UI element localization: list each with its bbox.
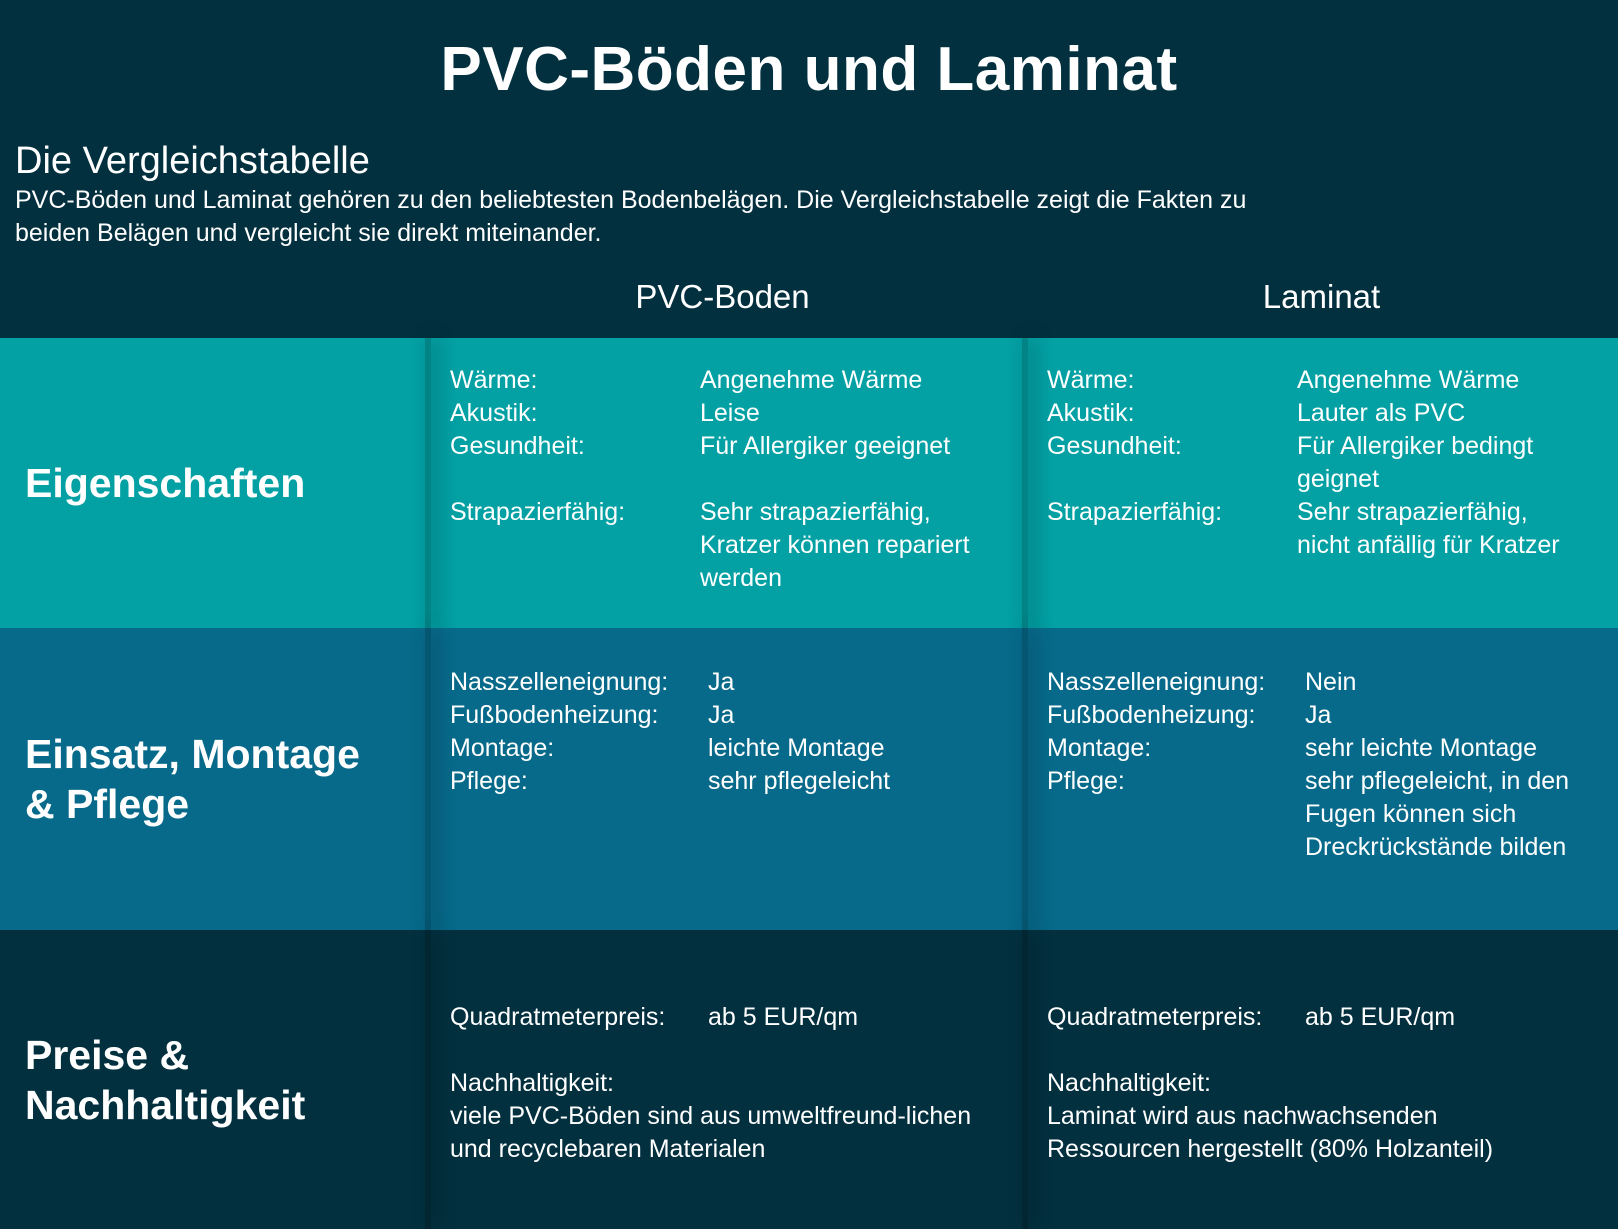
- property-value: Lauter als PVC: [1297, 399, 1466, 427]
- property-label: Wärme:: [450, 366, 538, 394]
- property-value: Angenehme Wärme: [1297, 366, 1520, 394]
- property-label: Akustik:: [450, 399, 538, 427]
- list-item: Akustik: Lauter als PVC: [1047, 397, 1607, 430]
- property-value: sehr leichte Montage: [1305, 734, 1538, 762]
- list-item: Nasszelleneignung: Ja: [450, 666, 1010, 699]
- property-value: Für Allergiker bedingt geignet: [1297, 432, 1534, 493]
- list-item: Montage: sehr leichte Montage: [1047, 732, 1612, 765]
- column-divider: [1022, 338, 1028, 628]
- column-divider: [1022, 628, 1028, 930]
- property-label: Wärme:: [1047, 366, 1135, 394]
- list-item: Fußbodenheizung: Ja: [1047, 699, 1612, 732]
- cell-pvc-einsatz: Nasszelleneignung:Ja Fußbodenheizung:Ja …: [450, 666, 1010, 798]
- property-value: leichte Montage: [708, 734, 885, 762]
- column-header-laminat: Laminat: [1262, 278, 1381, 315]
- list-item: Quadratmeterpreis: ab 5 EUR/qm: [1047, 1001, 1612, 1034]
- column-divider: [425, 338, 431, 628]
- property-label: Strapazierfähig:: [1047, 498, 1223, 526]
- row-label-einsatz: Einsatz, Montage & Pflege: [0, 628, 425, 930]
- cell-laminat-einsatz: Nasszelleneignung: Nein Fußbodenheizung: J…: [1047, 666, 1612, 864]
- property-value: Ja: [708, 668, 735, 696]
- property-label: Pflege:: [450, 767, 528, 795]
- cell-pvc-eigenschaften: Wärme: Angenehme Wärme Akustik: Leise Gesu…: [450, 364, 1010, 595]
- list-item: Nasszelleneignung: Nein: [1047, 666, 1612, 699]
- property-value: Leise: [700, 399, 760, 427]
- table-row-eigenschaften: Eigenschaften Wärme: Angenehme Wärme Akus…: [0, 338, 1618, 628]
- cell-laminat-eigenschaften: Wärme: Angenehme Wärme Akustik: Lauter als…: [1047, 364, 1607, 562]
- property-value: sehr pflegeleicht: [708, 767, 891, 795]
- property-value: Sehr strapazierfähig, nicht anfällig für…: [1297, 498, 1560, 559]
- property-label: Nasszelleneignung:: [1047, 668, 1266, 696]
- row-label-eigenschaften: Eigenschaften: [25, 460, 306, 506]
- property-value: ab 5 EUR/qm: [1305, 1003, 1456, 1031]
- list-item: Fußbodenheizung: Ja: [450, 699, 1010, 732]
- property-value: Laminat wird aus nachwachsenden Ressourc…: [1047, 1102, 1494, 1163]
- row-label-preise: Preise & Nachhaltigkeit: [0, 930, 425, 1229]
- property-label: Montage:: [1047, 734, 1152, 762]
- property-label: Montage:: [450, 734, 555, 762]
- property-value: Sehr strapazierfähig, Kratzer können rep…: [700, 498, 970, 592]
- column-divider: [425, 628, 431, 930]
- section-heading: Die Vergleichstabelle: [15, 140, 370, 182]
- property-label: Gesundheit:: [450, 432, 585, 460]
- property-label: Fußbodenheizung:: [1047, 701, 1256, 729]
- list-item: Pflege: sehr pflegeleicht: [450, 765, 1010, 798]
- column-divider: [425, 930, 431, 1229]
- property-label: Strapazierfähig:: [450, 498, 626, 526]
- row-label-text: Einsatz, Montage & Pflege: [25, 731, 360, 827]
- list-item: Strapazierfähig: Sehr strapazierfähig, Kr…: [450, 496, 1010, 595]
- list-item: Quadratmeterpreis: ab 5 EUR/qm: [450, 1001, 1010, 1034]
- list-item: Montage: leichte Montage: [450, 732, 1010, 765]
- property-value: viele PVC-Böden sind aus umweltfreund-li…: [450, 1102, 972, 1163]
- property-label: Nachhaltigkeit:: [450, 1069, 614, 1097]
- property-label: Quadratmeterpreis:: [450, 1003, 666, 1031]
- property-label: Quadratmeterpreis:: [1047, 1003, 1263, 1031]
- intro-text: PVC-Böden und Laminat gehören zu den bel…: [15, 186, 1247, 247]
- table-row-preise: Preise & Nachhaltigkeit Quadratmeterprei…: [0, 930, 1618, 1229]
- property-value: Für Allergiker geeignet: [700, 432, 951, 460]
- column-header-pvc: PVC-Boden: [635, 278, 810, 315]
- list-item: Gesundheit: Für Allergiker geeignet: [450, 430, 1010, 463]
- property-value: Angenehme Wärme: [700, 366, 923, 394]
- property-value: Nein: [1305, 668, 1357, 696]
- list-item: Akustik: Leise: [450, 397, 1010, 430]
- property-value: Ja: [708, 701, 735, 729]
- page-title: PVC-Böden und Laminat: [440, 35, 1178, 104]
- list-item: Gesundheit: Für Allergiker bedingt geigne…: [1047, 430, 1607, 496]
- list-item: Wärme: Angenehme Wärme: [1047, 364, 1607, 397]
- property-label: Gesundheit:: [1047, 432, 1182, 460]
- property-value: sehr pflegeleicht, in den Fugen können s…: [1305, 767, 1570, 861]
- property-label: Nasszelleneignung:: [450, 668, 669, 696]
- property-value: Ja: [1305, 701, 1332, 729]
- cell-laminat-preise: Quadratmeterpreis: ab 5 EUR/qm Nachhaltig…: [1047, 1001, 1612, 1166]
- table-row-einsatz: Einsatz, Montage & Pflege Nasszelleneign…: [0, 628, 1618, 930]
- property-value: ab 5 EUR/qm: [708, 1003, 859, 1031]
- list-item: Strapazierfähig: Sehr strapazierfähig, ni…: [1047, 496, 1607, 562]
- row-label-text: Preise & Nachhaltigkeit: [25, 1031, 306, 1128]
- property-label: Nachhaltigkeit:: [1047, 1069, 1211, 1097]
- list-item: Pflege: sehr pflegeleicht, in den Fugen k…: [1047, 765, 1612, 864]
- property-label: Fußbodenheizung:: [450, 701, 659, 729]
- property-label: Pflege:: [1047, 767, 1125, 795]
- column-divider: [1022, 930, 1028, 1229]
- cell-pvc-preise: Quadratmeterpreis: ab 5 EUR/qm Nachhaltig…: [450, 1001, 1010, 1166]
- list-item: Wärme: Angenehme Wärme: [450, 364, 1010, 397]
- property-label: Akustik:: [1047, 399, 1135, 427]
